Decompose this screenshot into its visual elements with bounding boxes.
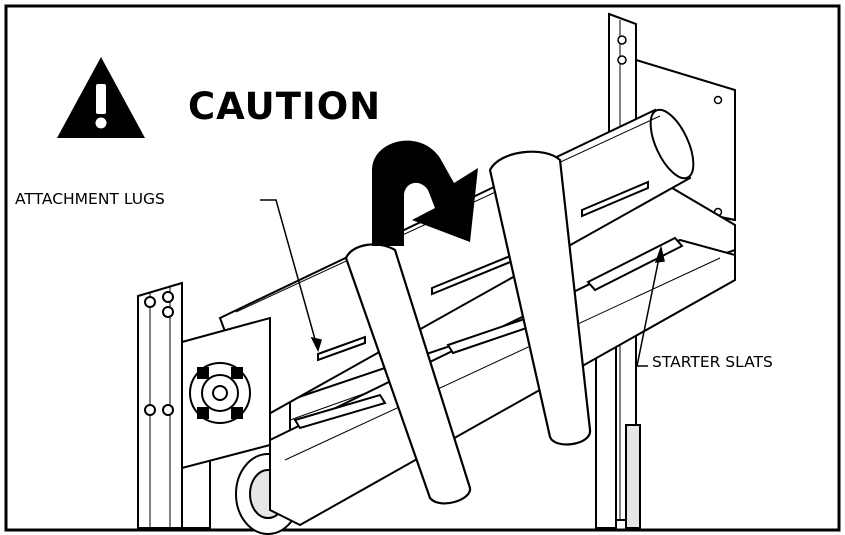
caution-heading: CAUTION xyxy=(188,85,382,128)
attachment-lugs-label: ATTACHMENT LUGS xyxy=(15,190,165,208)
right-strap xyxy=(488,150,592,446)
left-end-bracket xyxy=(181,316,271,470)
rotation-arrow-icon xyxy=(372,140,478,246)
warning-triangle-icon xyxy=(57,57,145,138)
slat-housing xyxy=(269,238,736,527)
starter-slats-label: STARTER SLATS xyxy=(652,353,773,371)
leader-lines xyxy=(260,199,665,367)
starter-slats-leader xyxy=(636,247,662,367)
left-strap xyxy=(344,243,472,505)
attachment-lugs-leader xyxy=(260,199,319,351)
diagram-border xyxy=(4,4,841,532)
